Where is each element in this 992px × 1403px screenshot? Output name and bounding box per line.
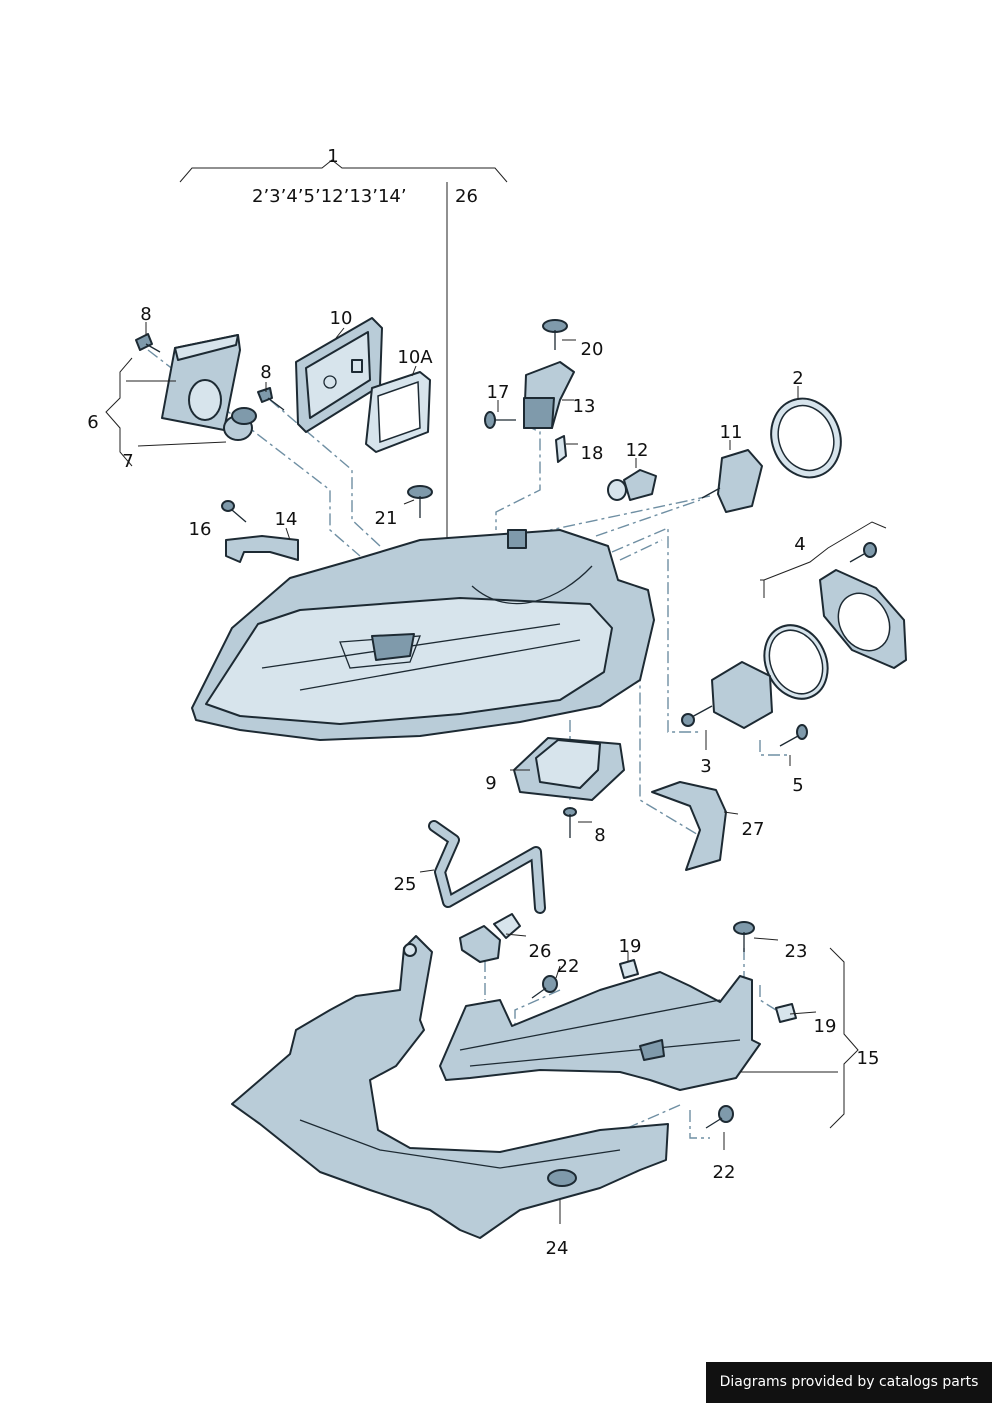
part-22b-screw xyxy=(705,1105,734,1129)
part-3-motor xyxy=(681,661,773,729)
assembly-leader-lines xyxy=(147,349,790,1141)
bracket-4 xyxy=(760,521,887,598)
part-15-lower-cover xyxy=(439,971,761,1091)
part-19a-nut xyxy=(619,959,639,979)
callout-8-b: 8 xyxy=(260,362,271,383)
part-17-screw xyxy=(484,411,516,429)
bracket-6 xyxy=(105,357,227,467)
callout-25: 25 xyxy=(394,874,417,895)
callout-24: 24 xyxy=(546,1238,569,1259)
callout-21: 21 xyxy=(375,508,398,529)
part-12-bulb xyxy=(607,469,657,501)
callout-26-bottom: 26 xyxy=(529,941,552,962)
part-21-screw xyxy=(407,485,433,518)
callout-8-c: 8 xyxy=(594,825,605,846)
callout-7: 7 xyxy=(122,451,133,472)
callout-3: 3 xyxy=(700,756,711,777)
part-14-bracket xyxy=(225,535,299,563)
screw-8a xyxy=(135,333,161,353)
part-27-trim xyxy=(651,781,727,871)
callout-8-a: 8 xyxy=(140,304,151,325)
callout-5: 5 xyxy=(792,775,803,796)
callout-22-b: 22 xyxy=(713,1162,736,1183)
callout-16: 16 xyxy=(189,519,212,540)
callout-18: 18 xyxy=(581,443,604,464)
callout-4: 4 xyxy=(794,534,805,555)
callout-17: 17 xyxy=(487,382,510,403)
callout-leader-ticks xyxy=(145,322,817,1224)
part-2-seal-ring xyxy=(770,397,842,479)
part-22a-screw xyxy=(531,975,558,999)
callout-19-b: 19 xyxy=(814,1016,837,1037)
part-16-screw xyxy=(221,500,247,523)
part-18-clip xyxy=(555,435,567,463)
part-4-screw xyxy=(849,542,877,563)
part-24-carrier-bracket xyxy=(231,935,669,1239)
callout-13: 13 xyxy=(573,396,596,417)
part-19b-nut xyxy=(775,1003,797,1023)
callout-20: 20 xyxy=(581,339,604,360)
part-26-connector xyxy=(459,913,521,963)
part-4-o-ring xyxy=(763,624,829,700)
part-25-hose xyxy=(428,820,546,914)
callout-23: 23 xyxy=(785,941,808,962)
part-5-screw xyxy=(779,724,808,747)
part-13-bulb-holder xyxy=(523,361,575,429)
part-6-control-unit xyxy=(161,334,241,431)
callout-14: 14 xyxy=(275,509,298,530)
part-4-adapter-ring xyxy=(819,569,907,669)
callout-10: 10 xyxy=(330,308,353,329)
part-20-screw xyxy=(542,319,568,350)
callout-26-top: 26 xyxy=(455,186,478,207)
group-sublabel: 2’3’4’5’12’13’14’ xyxy=(252,186,407,207)
part-10a-gasket xyxy=(365,371,431,453)
callout-22-a: 22 xyxy=(557,956,580,977)
credit-banner: Diagrams provided by catalogs parts xyxy=(706,1362,992,1403)
headlight-housing xyxy=(191,529,655,741)
bracket-15 xyxy=(740,947,859,1129)
part-10-module xyxy=(295,317,383,433)
callout-19-a: 19 xyxy=(619,936,642,957)
callout-6: 6 xyxy=(87,412,98,433)
callout-1: 1 xyxy=(327,146,338,167)
group-bracket-1 xyxy=(179,159,508,538)
callout-12: 12 xyxy=(626,440,649,461)
part-9-control-module xyxy=(513,737,625,801)
part-23-screw xyxy=(733,921,755,952)
screw-8b xyxy=(257,387,285,411)
callout-2: 2 xyxy=(792,368,803,389)
callout-15: 15 xyxy=(857,1048,880,1069)
callout-10a: 10A xyxy=(397,347,433,368)
part-7-cap xyxy=(223,407,257,441)
callout-27: 27 xyxy=(742,819,765,840)
screw-8c xyxy=(563,807,577,838)
callout-11: 11 xyxy=(720,422,743,443)
part-11-bulb-socket xyxy=(701,449,763,513)
callout-9: 9 xyxy=(485,773,496,794)
